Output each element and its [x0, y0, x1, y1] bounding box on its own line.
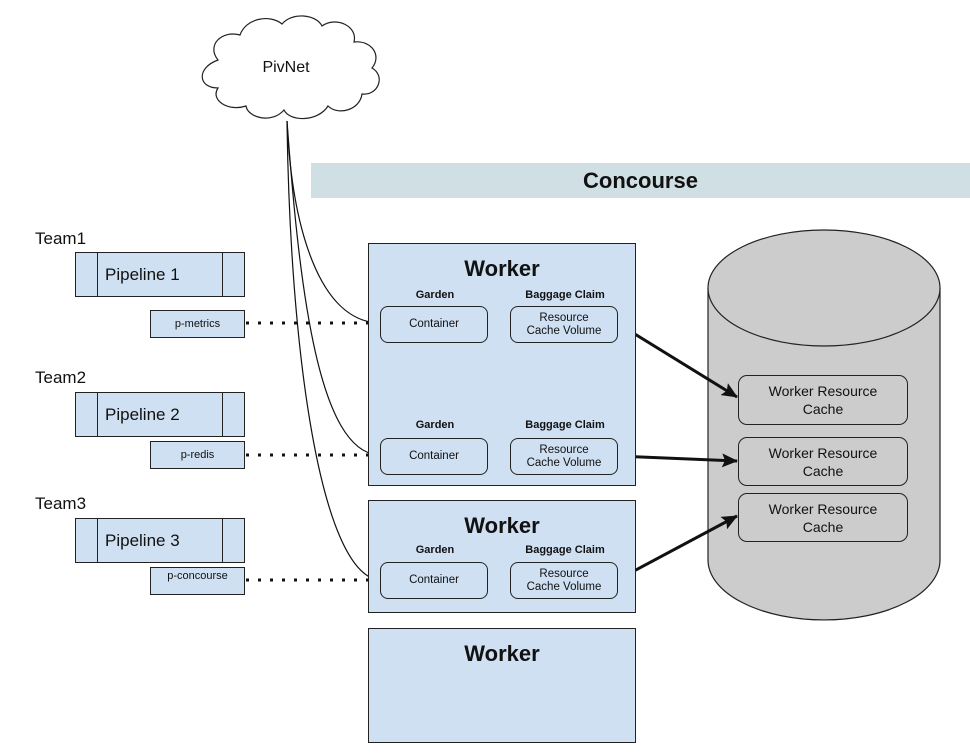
pipeline-cap-left [76, 253, 98, 296]
resource-box[interactable]: p-concourse [150, 567, 245, 595]
team-label: Team1 [35, 229, 87, 248]
container-box[interactable]: Container [380, 562, 488, 599]
worker-box[interactable]: Worker [368, 628, 636, 743]
pivnet-label: PivNet [262, 59, 310, 76]
resource-box[interactable]: p-metrics [150, 310, 245, 338]
pipeline-box[interactable]: Pipeline 1 [75, 252, 245, 297]
container-box[interactable]: Container [380, 438, 488, 475]
baggage-claim-label: Baggage Claim [525, 289, 605, 301]
baggage-claim-label: Baggage Claim [525, 544, 605, 556]
volume-line1: Resource [539, 311, 589, 324]
volume-line2: Cache Volume [526, 324, 602, 337]
concourse-header-bar: Concourse [311, 163, 970, 198]
cache-line1: Worker Resource [768, 383, 878, 399]
volume-line2: Cache Volume [526, 580, 602, 593]
garden-label: Garden [415, 419, 455, 431]
resource-box[interactable]: p-redis [150, 441, 245, 469]
worker-title: Worker [464, 256, 540, 281]
garden-label: Garden [415, 289, 455, 301]
concourse-title: Concourse [583, 167, 698, 193]
cache-line1: Worker Resource [768, 444, 878, 461]
pipeline-cap-left [76, 519, 98, 562]
resource-cache-volume-box[interactable]: Resource Cache Volume [510, 562, 618, 599]
garden-label: Garden [415, 544, 455, 556]
pipeline-cap-right [222, 393, 244, 436]
pipeline-cap-right [222, 253, 244, 296]
database-cylinder-top [707, 229, 941, 347]
worker-title: Worker [464, 513, 540, 538]
pipeline-box[interactable]: Pipeline 2 [75, 392, 245, 437]
cache-line2: Cache [802, 518, 844, 535]
resource-cache-volume-box[interactable]: Resource Cache Volume [510, 438, 618, 475]
resource-cache-volume-box[interactable]: Resource Cache Volume [510, 306, 618, 343]
volume-line2: Cache Volume [526, 456, 602, 469]
baggage-claim-label: Baggage Claim [525, 419, 605, 431]
worker-title: Worker [464, 641, 540, 666]
container-box[interactable]: Container [380, 306, 488, 343]
worker-resource-cache-box[interactable]: Worker Resource Cache [738, 375, 908, 425]
pipeline-cap-right [222, 519, 244, 562]
volume-line1: Resource [539, 567, 589, 580]
cache-line2: Cache [802, 401, 844, 417]
pivnet-link-1 [286, 120, 379, 324]
volume-line1: Resource [539, 443, 589, 456]
worker-box[interactable]: Worker Garden Baggage Claim Container Re… [368, 243, 636, 486]
team-label: Team2 [35, 368, 87, 387]
cache-line1: Worker Resource [768, 500, 878, 517]
pipeline-label: Pipeline 3 [105, 530, 180, 550]
cache-line2: Cache [802, 462, 844, 479]
pipeline-box[interactable]: Pipeline 3 [75, 518, 245, 563]
pipeline-label: Pipeline 1 [105, 264, 180, 284]
worker-box[interactable]: Worker Garden Baggage Claim Container Re… [368, 500, 636, 613]
worker-resource-cache-box[interactable]: Worker Resource Cache [738, 437, 908, 486]
pipeline-label: Pipeline 2 [105, 404, 180, 424]
worker-resource-cache-box[interactable]: Worker Resource Cache [738, 493, 908, 542]
pipeline-cap-left [76, 393, 98, 436]
team-label: Team3 [35, 494, 87, 513]
